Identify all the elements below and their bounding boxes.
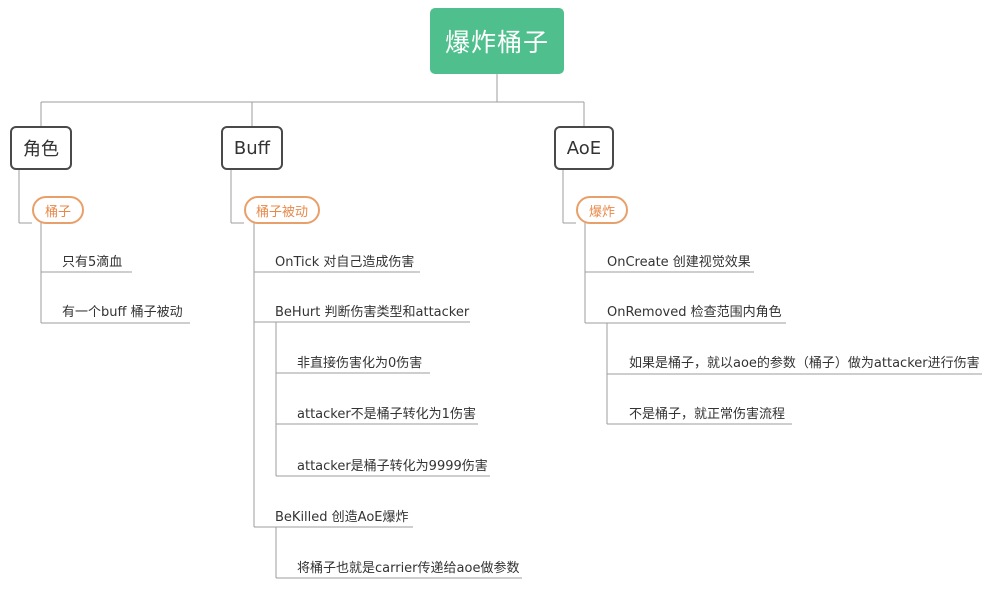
- leaf-node[interactable]: OnTick 对自己造成伤害: [275, 255, 415, 270]
- branch-node-character[interactable]: 角色: [10, 126, 72, 170]
- leaf-node[interactable]: BeHurt 判断伤害类型和attacker: [275, 305, 470, 320]
- leaf-node[interactable]: 如果是桶子，就以aoe的参数（桶子）做为attacker进行伤害: [629, 356, 980, 371]
- leaf-node[interactable]: attacker不是桶子转化为1伤害: [297, 407, 476, 422]
- leaf-node[interactable]: attacker是桶子转化为9999伤害: [297, 459, 488, 474]
- leaf-node[interactable]: OnRemoved 检查范围内角色: [607, 305, 782, 320]
- root-node[interactable]: 爆炸桶子: [430, 8, 564, 74]
- leaf-node[interactable]: OnCreate 创建视觉效果: [607, 255, 751, 270]
- leaf-node[interactable]: 有一个buff 桶子被动: [62, 305, 183, 320]
- leaf-node[interactable]: 将桶子也就是carrier传递给aoe做参数: [297, 561, 520, 576]
- tag-node-explosion[interactable]: 爆炸: [576, 196, 628, 224]
- tag-node-barrel[interactable]: 桶子: [32, 196, 84, 224]
- leaf-node[interactable]: 不是桶子，就正常伤害流程: [629, 407, 786, 422]
- leaf-node[interactable]: 非直接伤害化为0伤害: [297, 356, 423, 371]
- tag-node-barrel-passive[interactable]: 桶子被动: [244, 196, 320, 224]
- branch-node-aoe[interactable]: AoE: [554, 126, 614, 170]
- leaf-node[interactable]: 只有5滴血: [62, 255, 123, 270]
- leaf-node[interactable]: BeKilled 创造AoE爆炸: [275, 510, 409, 525]
- branch-node-buff[interactable]: Buff: [221, 126, 283, 170]
